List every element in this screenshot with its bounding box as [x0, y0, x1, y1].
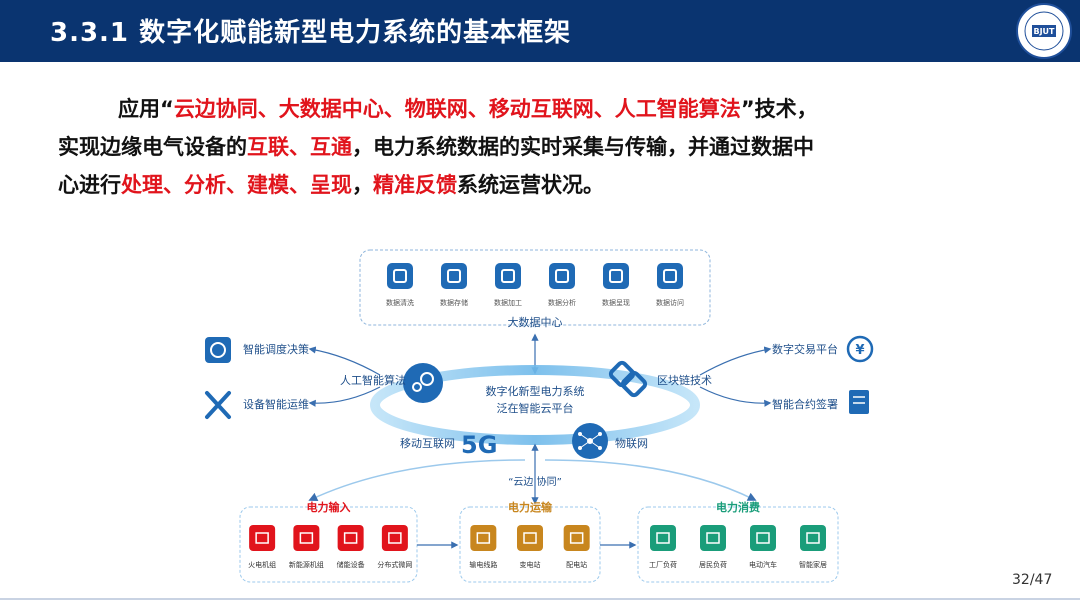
group-item-label: 配电站 [566, 560, 587, 569]
mobile-label: 移动互联网 [400, 437, 455, 450]
group-item-label: 储能设备 [337, 560, 365, 569]
wind-turbine-icon [293, 525, 320, 551]
substation-icon [517, 525, 543, 551]
line1-segment-0: 应用“ [118, 97, 174, 121]
power-plant-icon [249, 525, 276, 551]
dispatch-icon [205, 337, 231, 363]
data-center-label: 大数据中心 [508, 315, 563, 329]
group-item-label: 居民负荷 [699, 560, 727, 569]
search-analysis-icon [549, 263, 575, 289]
line2-segment-1: 互联、互通 [247, 135, 352, 159]
yen-trade-icon: ¥ [846, 335, 874, 363]
line1-segment-2: ”技术， [740, 97, 818, 121]
page-title: 3.3.1 数字化赋能新型电力系统的基本框架 [50, 18, 572, 48]
ai-output-1: 智能调度决策 [243, 342, 309, 356]
server-icon [495, 263, 521, 289]
line3-segment-3: 精准反馈 [373, 173, 457, 197]
group-title: 电力消费 [716, 500, 760, 514]
group-title: 电力运输 [508, 500, 553, 514]
data-center-item-label: 数据存储 [440, 298, 468, 307]
line1-segment-1: 云边协同、大数据中心、物联网、移动互联网、人工智能算法 [173, 97, 741, 121]
group-item-label: 新能源机组 [289, 560, 324, 569]
filter-icon [387, 263, 413, 289]
line2-segment-0: 实现边缘电气设备的 [58, 135, 247, 159]
blockchain-label: 区块链技术 [657, 373, 712, 387]
data-center-item-label: 数据加工 [494, 298, 522, 307]
group-item-label: 工厂负荷 [649, 560, 677, 569]
battery-icon [337, 525, 364, 551]
group-item-label: 火电机组 [248, 560, 276, 569]
data-center-item-label: 数据清洗 [386, 298, 414, 307]
cloud-edge-label: “云边 协同” [508, 475, 562, 488]
line3-segment-1: 处理、分析、建模、呈现 [121, 173, 352, 197]
group-item-label: 变电站 [520, 560, 541, 569]
data-center-item-label: 数据访问 [656, 298, 684, 307]
body-line-2: 实现边缘电气设备的互联、互通，电力系统数据的实时采集与传输，并通过数据中 [58, 128, 1038, 166]
bar-chart-icon [603, 263, 629, 289]
electric-car-icon [750, 525, 776, 551]
page-number: 32/47 [1012, 572, 1053, 588]
contract-icon [849, 390, 869, 414]
line3-segment-2: ， [352, 173, 373, 197]
svg-text:¥: ¥ [855, 343, 864, 358]
group-item-label: 智能家居 [799, 560, 827, 569]
platform-ring [370, 365, 700, 445]
group-title: 电力输入 [307, 500, 351, 514]
university-logo: BJUT [1016, 3, 1072, 59]
save-disk-icon [441, 263, 467, 289]
group-item-label: 输电线路 [469, 560, 497, 569]
title-bar: 3.3.1 数字化赋能新型电力系统的基本框架 BJUT [0, 0, 1080, 62]
transmission-tower-icon [470, 525, 497, 551]
data-center-box [359, 249, 711, 326]
center-line-1: 数字化新型电力系统 [486, 384, 585, 398]
ai-output-2: 设备智能运维 [243, 397, 309, 411]
body-line-1: 应用“云边协同、大数据中心、物联网、移动互联网、人工智能算法”技术， [58, 90, 1038, 128]
center-line-2: 泛在智能云平台 [497, 401, 574, 415]
iot-label: 物联网 [615, 436, 648, 450]
ai-label: 人工智能算法 [340, 373, 406, 387]
blockchain-output-2: 智能合约签署 [772, 397, 838, 411]
residence-icon [700, 525, 726, 551]
blockchain-icon [608, 360, 648, 398]
5g-badge: 5G [461, 431, 497, 459]
line3-segment-4: 系统运营状况。 [457, 173, 604, 197]
body-line-3: 心进行处理、分析、建模、呈现，精准反馈系统运营状况。 [58, 166, 1038, 204]
data-center-icons: 数据清洗 数据存储 数据加工 数据分析 数据呈现 数据访问 [386, 263, 684, 307]
framework-diagram: 数据清洗 数据存储 数据加工 数据分析 数据呈现 数据访问 大数据中心 数字化新型电力系统… [205, 249, 874, 583]
group-item-label: 电动汽车 [749, 560, 777, 569]
data-center-item-label: 数据呈现 [602, 298, 630, 307]
microgrid-icon [381, 525, 408, 551]
data-center-item-label: 数据分析 [548, 298, 576, 307]
group-item-label: 分布式微网 [377, 560, 412, 569]
body-paragraph: 应用“云边协同、大数据中心、物联网、移动互联网、人工智能算法”技术， 实现边缘电… [58, 90, 1038, 204]
smart-home-icon [800, 525, 826, 551]
line2-segment-2: ，电力系统数据的实时采集与传输，并通过数据中 [352, 135, 814, 159]
bottom-divider [0, 598, 1080, 600]
factory-icon [650, 525, 676, 551]
ai-head-icon [403, 363, 443, 403]
maintenance-tools-icon [205, 391, 231, 419]
line3-segment-0: 心进行 [58, 173, 121, 197]
logo-text: BJUT [1033, 27, 1055, 36]
distribution-icon [563, 525, 590, 551]
magnifier-icon [657, 263, 683, 289]
iot-network-icon [572, 423, 608, 459]
blockchain-output-1: 数字交易平台 [772, 342, 838, 356]
